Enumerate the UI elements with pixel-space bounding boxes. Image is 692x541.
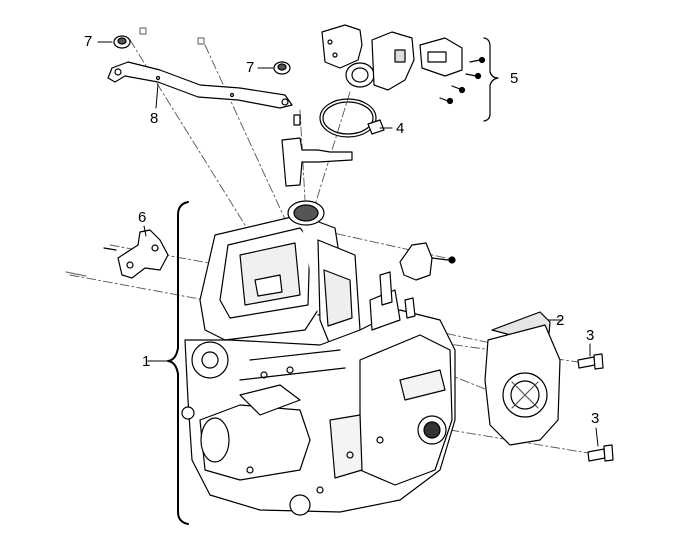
callout-3-upper: 3 <box>586 327 595 344</box>
callout-1: 1 <box>142 353 151 370</box>
position-sensor <box>399 242 456 281</box>
callout-7-left: 7 <box>84 33 93 50</box>
grommet-part-7-left <box>113 35 131 49</box>
callout-2: 2 <box>556 312 565 329</box>
mounting-bracket-part-8 <box>107 61 293 109</box>
engine-assembly-part-1 <box>181 200 456 516</box>
sprocket-cover-part-2 <box>484 311 561 446</box>
bolt-part-3-upper <box>577 353 604 370</box>
throttle-body-part-5 <box>321 24 486 105</box>
callout-4: 4 <box>396 120 405 137</box>
callout-3-lower: 3 <box>591 410 600 427</box>
brace-part-5 <box>483 37 499 122</box>
hose-clamp-part-4 <box>319 98 385 138</box>
leader-lines <box>97 41 599 447</box>
brace-part-1 <box>167 201 189 525</box>
callout-5: 5 <box>510 70 519 87</box>
bolt-part-3-lower <box>587 444 614 462</box>
small-bracket-part-6 <box>65 229 169 279</box>
bracket-bolts <box>139 27 205 45</box>
callout-8: 8 <box>150 110 159 127</box>
callout-6: 6 <box>138 209 147 226</box>
grommet-part-7-right <box>273 61 291 75</box>
sensor-fitting <box>281 114 353 187</box>
callout-7-right: 7 <box>246 59 255 76</box>
